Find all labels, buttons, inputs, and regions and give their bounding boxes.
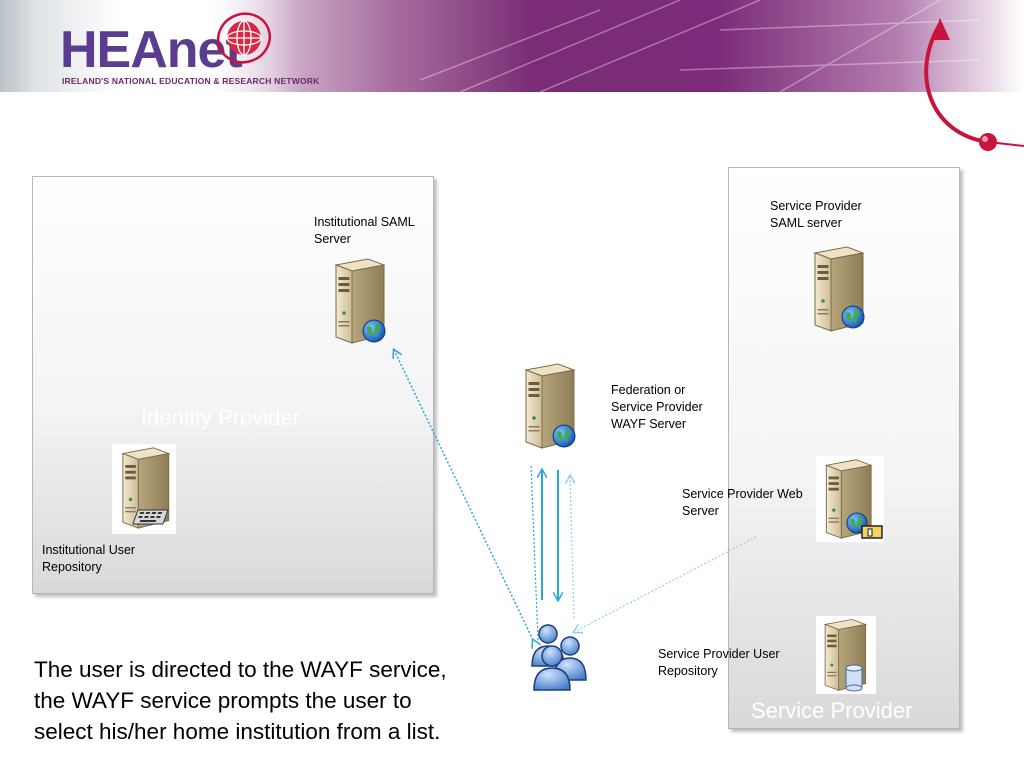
database-icon [845,664,863,692]
service-provider-title: Service Provider [751,698,913,723]
institutional-user-repository-label: Institutional User Repository [42,543,136,574]
institutional-saml-server-label: Institutional SAML Server [314,215,415,246]
banner-texture [420,0,980,92]
logo-globe-icon [216,12,272,64]
repository-server-icon [122,447,170,529]
globe-icon [362,319,386,343]
sp-saml-server-icon [814,246,865,332]
identity-provider-title: Identity Provider [141,405,300,430]
sp-web-server-label: Service Provider Web Server [682,487,803,518]
web-server-icon [825,459,883,539]
wayf-server-icon [525,363,576,449]
sp-web-server-tile [816,456,884,542]
logo-tagline: IRELAND'S NATIONAL EDUCATION & RESEARCH … [62,76,320,86]
sp-user-repository-tile [816,616,876,694]
sp-saml-server-label: Service Provider SAML server [770,199,862,230]
keyboard-icon [132,509,169,525]
wayf-user-arrows [530,465,574,641]
users-icon [531,624,587,691]
logo-wordmark: HEAnet [60,21,243,79]
folder-icon [861,525,883,539]
sp-repository-server-icon [824,618,867,692]
swoosh-arrow-icon [924,18,1024,151]
wayf-server-label: Federation or Service Provider WAYF Serv… [611,383,703,431]
institutional-saml-server-icon [335,258,386,344]
identity-provider-panel: Identity Provider [32,176,434,594]
slide-caption: The user is directed to the WAYF service… [34,657,447,744]
institutional-user-repository-tile [112,444,176,534]
sp-user-repository-label: Service Provider User Repository [658,647,780,678]
